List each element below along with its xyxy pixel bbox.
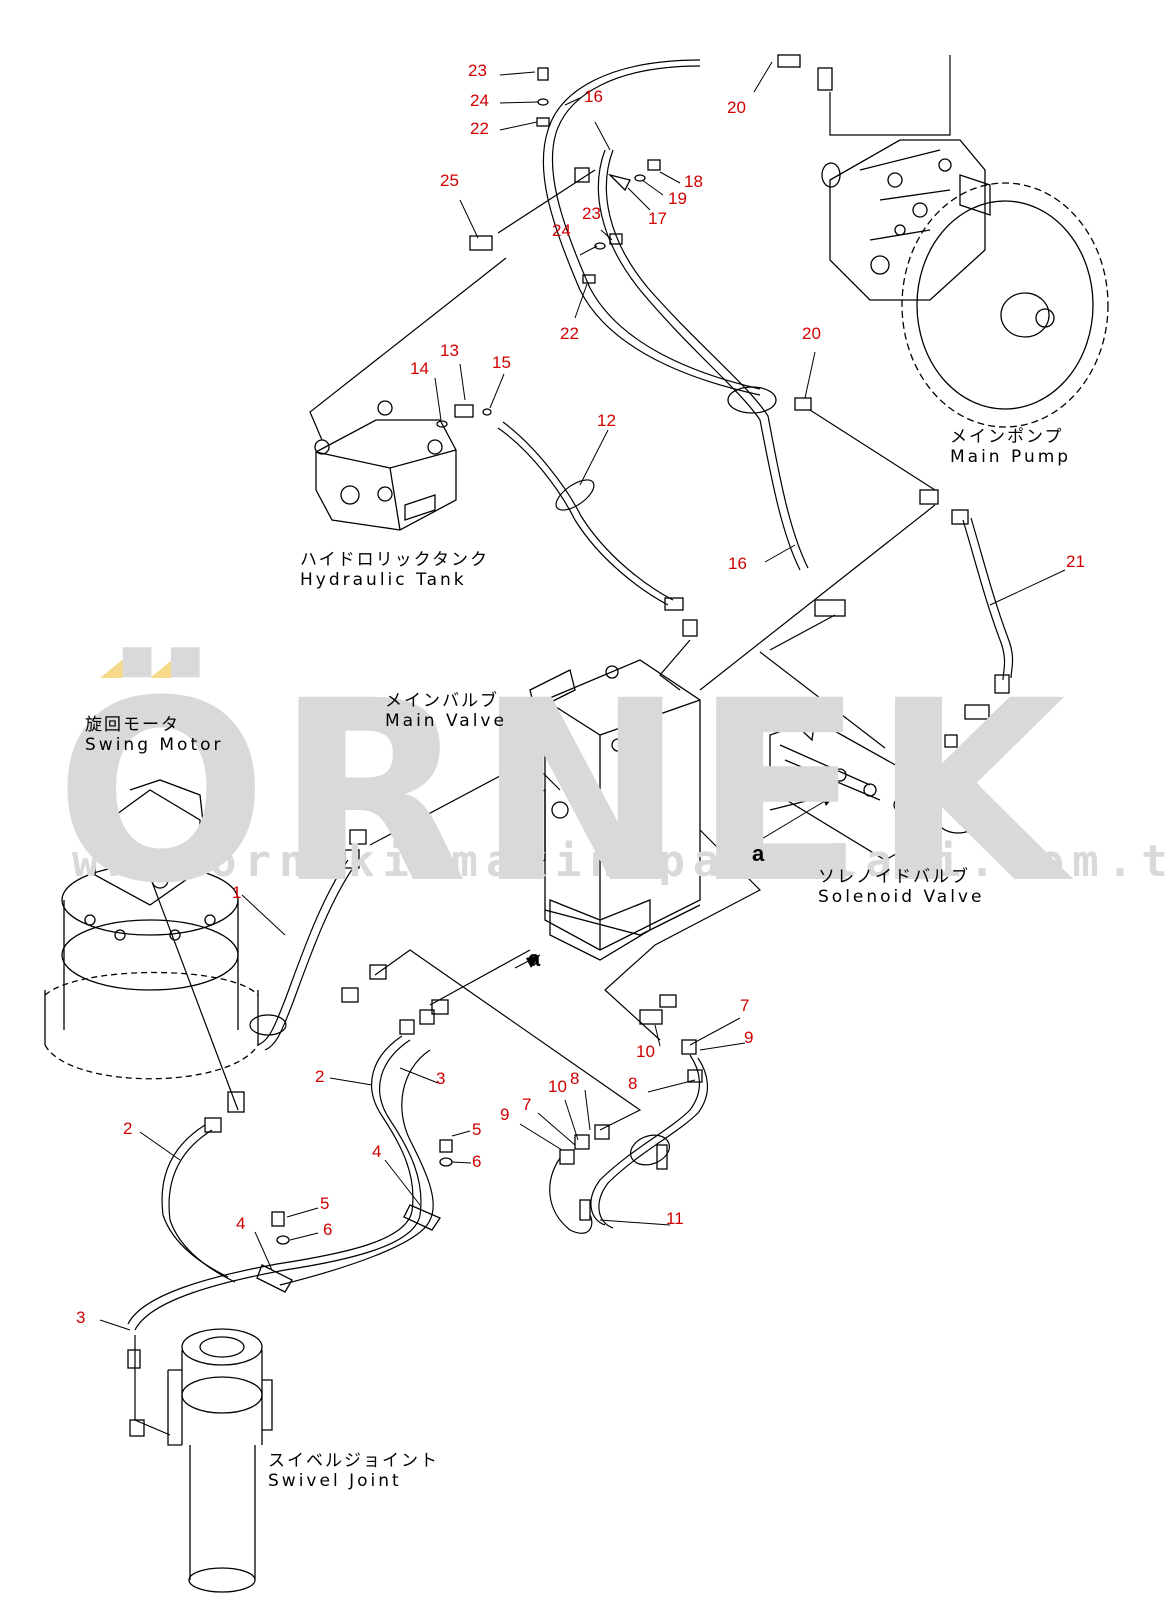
part-callout: 5 <box>320 1194 330 1213</box>
caption-swivel-joint: スイベルジョイント Swivel Joint <box>268 1451 439 1491</box>
part-callout: 22 <box>470 119 489 138</box>
caption-hydraulic-tank: ハイドロリックタンク Hydraulic Tank <box>300 550 489 590</box>
fittings <box>127 54 1010 1437</box>
part-callout: 24 <box>552 221 571 240</box>
part-callout: 2 <box>123 1119 133 1138</box>
caption-jp: 旋回モータ <box>85 715 180 735</box>
caption-jp: ソレノイドバルブ <box>818 867 970 887</box>
part-callout: 20 <box>802 324 821 343</box>
part-callout: 9 <box>500 1105 510 1124</box>
part-callout: 8 <box>570 1069 580 1088</box>
part-callout: 9 <box>744 1028 754 1047</box>
hose-lines <box>127 59 1014 1331</box>
part-callout: 14 <box>410 359 429 378</box>
part-callout: 17 <box>648 209 667 228</box>
caption-jp: メインポンプ <box>950 427 1064 447</box>
part-callout: 6 <box>472 1152 482 1171</box>
part-callout: 8 <box>628 1074 638 1093</box>
part-callout: 18 <box>684 172 703 191</box>
part-callout: 6 <box>323 1220 333 1239</box>
part-callout: 7 <box>740 996 750 1015</box>
part-callout: 3 <box>76 1308 86 1327</box>
view-a-label: a <box>752 841 765 866</box>
view-arrowheads <box>526 795 835 968</box>
part-callout: 13 <box>440 341 459 360</box>
caption-main-valve: メインバルブ Main Valve <box>385 691 507 731</box>
swivel-joint-drawing <box>167 1328 273 1593</box>
part-callout: 25 <box>440 171 459 190</box>
part-callout: 23 <box>582 204 601 223</box>
watermark-accent-mark <box>100 660 144 678</box>
part-callout: 12 <box>597 411 616 430</box>
part-callout: 23 <box>468 61 487 80</box>
part-callout: 16 <box>584 87 603 106</box>
watermark-url: www.ornekismakinaparcalari.com.tr <box>72 836 1167 887</box>
part-callout: 11 <box>666 1209 684 1228</box>
watermark-accent-marks <box>100 660 194 678</box>
watermark-accent-mark <box>150 660 194 678</box>
part-callout: 1 <box>232 883 242 902</box>
part-callout: 19 <box>668 189 687 208</box>
caption-en: Solenoid Valve <box>818 886 985 907</box>
caption-main-pump: メインポンプ Main Pump <box>950 427 1072 467</box>
part-callout: 16 <box>728 554 747 573</box>
solenoid-valve-drawing <box>769 717 987 861</box>
connection-lines <box>134 55 996 1436</box>
caption-en: Swing Motor <box>85 734 224 755</box>
caption-jp: ハイドロリックタンク <box>300 550 489 570</box>
swing-motor-drawing <box>44 779 259 1080</box>
part-callout: 20 <box>727 98 746 117</box>
part-callout: 4 <box>372 1142 382 1161</box>
caption-en: Hydraulic Tank <box>300 569 467 590</box>
part-callout: 21 <box>1066 552 1085 571</box>
diagram-drawing <box>44 54 1109 1593</box>
view-a-label: a <box>528 946 541 971</box>
part-callout: 2 <box>315 1067 325 1086</box>
part-callout: 10 <box>548 1077 567 1096</box>
caption-en: Main Pump <box>950 446 1072 467</box>
part-callout: 3 <box>436 1069 446 1088</box>
caption-solenoid-valve: ソレノイドバルブ Solenoid Valve <box>818 867 985 907</box>
watermark-brand: ÖRNEK <box>55 647 1074 938</box>
caption-swing-motor: 旋回モータ Swing Motor <box>85 715 224 755</box>
main-valve-drawing <box>519 659 701 961</box>
caption-jp: スイベルジョイント <box>268 1451 439 1471</box>
part-callout: 7 <box>522 1095 532 1114</box>
part-callout: 4 <box>236 1214 246 1233</box>
callout-leader-lines <box>99 61 1066 1331</box>
main-pump-drawing <box>821 139 1109 428</box>
part-callout: 10 <box>636 1042 655 1061</box>
caption-en: Swivel Joint <box>268 1470 402 1491</box>
part-callout: 22 <box>560 324 579 343</box>
part-callout: 15 <box>492 353 511 372</box>
part-callout: 5 <box>472 1120 482 1139</box>
caption-en: Main Valve <box>385 710 507 731</box>
caption-jp: メインバルブ <box>385 691 499 711</box>
part-callout: 24 <box>470 91 489 110</box>
hydraulic-tank-drawing <box>314 400 457 531</box>
